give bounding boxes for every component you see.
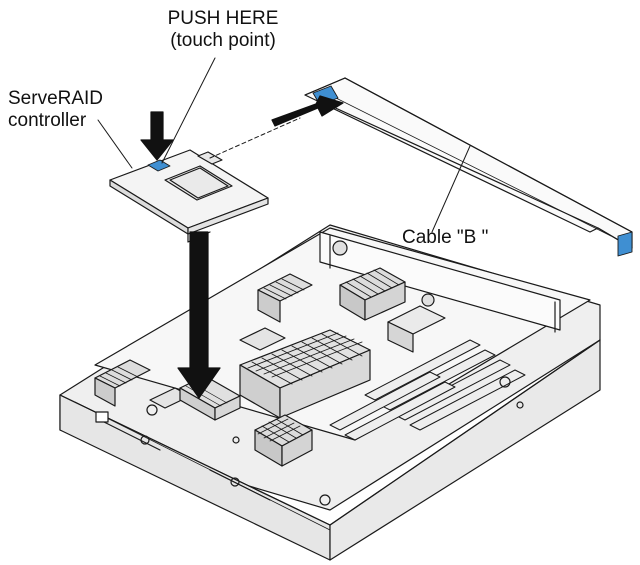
push-here-leader xyxy=(161,57,216,164)
push-here-line1: PUSH HERE xyxy=(167,8,279,29)
insertion-arrow xyxy=(177,231,221,399)
controller-line2: controller xyxy=(8,110,87,131)
push-here-line2: (touch point) xyxy=(170,30,276,51)
front-heatsink xyxy=(254,414,313,467)
cable-routing-arrow xyxy=(209,95,344,159)
push-here-label: PUSH HERE (touch point) xyxy=(148,8,298,52)
cable-b-leader xyxy=(431,145,471,233)
cable-b-ribbon xyxy=(304,77,633,257)
board-connectors xyxy=(94,240,511,506)
leader-lines xyxy=(97,57,471,233)
serveraid-controller-card xyxy=(109,149,269,243)
rear-heatsink xyxy=(339,267,406,321)
controller-leader xyxy=(97,119,133,169)
dimm-slots xyxy=(329,339,526,441)
push-here-arrow xyxy=(140,111,174,161)
center-heatsink xyxy=(239,329,371,419)
serveraid-controller-label: ServeRAID controller xyxy=(8,88,103,132)
cable-b-label: Cable "B " xyxy=(402,227,489,248)
controller-line1: ServeRAID xyxy=(8,88,104,109)
